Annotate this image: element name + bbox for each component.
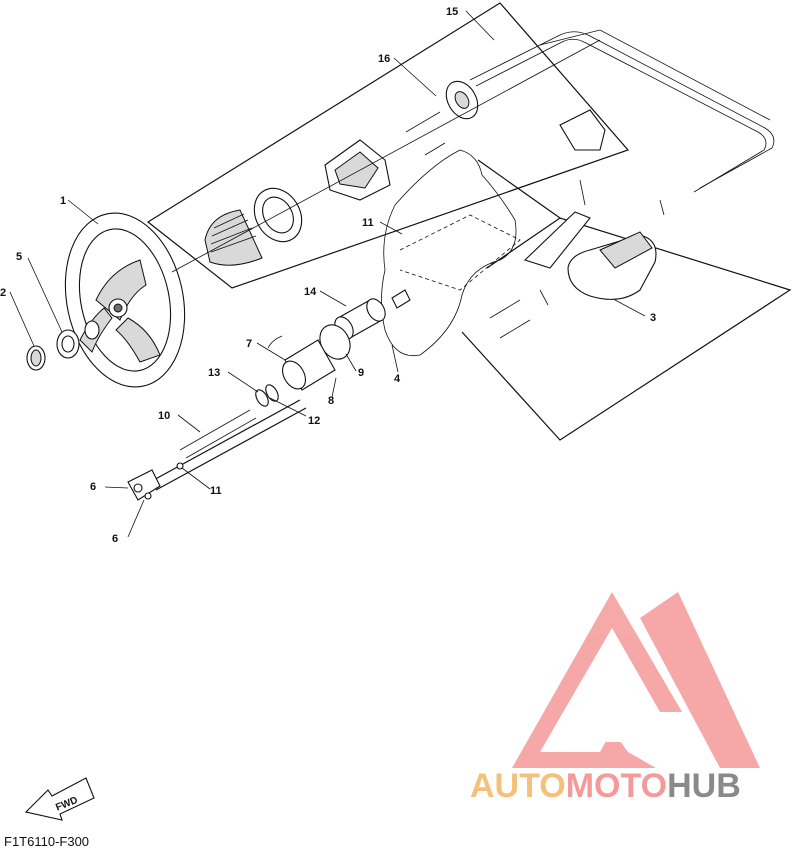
upper-inset-frame (146, 2, 630, 289)
callout-2: 2 (0, 287, 6, 299)
callout-15: 15 (446, 6, 458, 18)
dash-panel-outline (381, 149, 521, 357)
callout-11a: 11 (210, 485, 222, 497)
column-parts (267, 289, 411, 391)
leader-lines (9, 10, 646, 538)
callout-6a: 6 (90, 481, 96, 493)
callout-5: 5 (16, 251, 22, 263)
callout-4: 4 (394, 373, 401, 385)
automotohub-logo (512, 592, 760, 768)
drawing-code: F1T6110-F300 (4, 834, 89, 849)
steering-shaft (127, 384, 307, 501)
callout-10: 10 (158, 410, 170, 422)
callout-1: 1 (60, 195, 66, 207)
right-inset-frame (461, 159, 792, 441)
fwd-arrow-icon: FWD (24, 777, 95, 821)
callout-14: 14 (304, 286, 317, 298)
wheel-hub-assembly (171, 39, 601, 273)
steering-wheel (64, 212, 186, 388)
watermark-moto: MOTO (566, 767, 667, 805)
horn-cap-parts (26, 320, 100, 371)
callout-12: 12 (308, 415, 320, 427)
watermark-auto: AUTO (470, 767, 566, 805)
watermark-hub: HUB (667, 767, 741, 805)
callout-11b: 11 (362, 217, 374, 229)
callout-9: 9 (358, 367, 364, 379)
callout-16: 16 (378, 53, 390, 65)
callout-8: 8 (328, 395, 334, 407)
callout-6b: 6 (112, 533, 118, 545)
cable-outline (469, 29, 775, 193)
watermark-text: AUTOMOTOHUB (470, 767, 741, 805)
callout-13: 13 (208, 367, 220, 379)
callout-labels: 1 2 3 4 5 6 6 7 8 9 10 11 11 12 13 14 15… (0, 6, 656, 545)
callout-3: 3 (650, 312, 656, 324)
column-bracket-assembly (489, 109, 665, 339)
callout-7: 7 (246, 338, 252, 350)
